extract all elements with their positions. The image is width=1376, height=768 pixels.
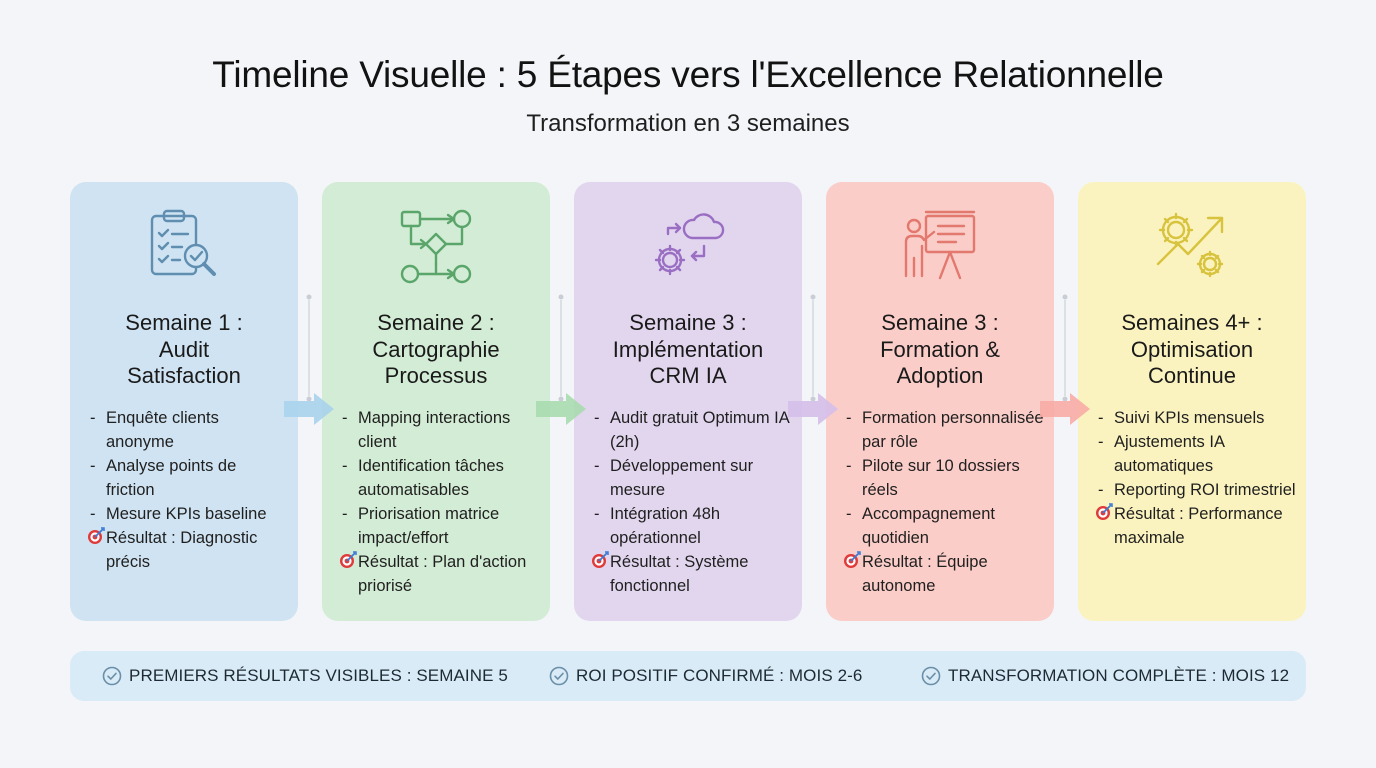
step-title: Semaines 4+ : Optimisation Continue bbox=[1121, 310, 1263, 388]
timeline-separator bbox=[558, 294, 564, 402]
bullet-item: -Accompagnement quotidien bbox=[846, 505, 995, 547]
gears-growth-arrow-icon bbox=[1156, 212, 1224, 278]
target-icon bbox=[340, 551, 357, 568]
target-icon bbox=[592, 551, 609, 568]
bullet-item: -Mapping interactions client bbox=[342, 409, 511, 451]
bullet-item: -Priorisation matrice impact/effort bbox=[342, 505, 500, 547]
page-title: Timeline Visuelle : 5 Étapes vers l'Exce… bbox=[212, 54, 1164, 95]
milestone-item: ROI POSITIF CONFIRMÉ : MOIS 2-6 bbox=[549, 651, 862, 701]
step-result: Résultat : Performance maximale bbox=[1096, 502, 1296, 550]
step-card-2: Semaine 2 : Cartographie Processus -Mapp… bbox=[322, 182, 550, 621]
bullet-item: -Mesure KPIs baseline bbox=[90, 505, 267, 523]
step-arrow-icon bbox=[536, 393, 586, 425]
step-title: Semaine 3 : Formation & Adoption bbox=[880, 310, 1000, 388]
bullet-item: -Suivi KPIs mensuels bbox=[1098, 409, 1265, 427]
step-result: Résultat : Équipe autonome bbox=[844, 550, 1044, 598]
check-circle-icon bbox=[102, 666, 122, 686]
bullet-item: -Ajustements IA automatiques bbox=[1098, 433, 1225, 475]
step-bullets: -Formation personnalisée par rôle -Pilot… bbox=[844, 406, 1044, 598]
timeline-separator bbox=[1062, 294, 1068, 402]
bullet-item: -Développement sur mesure bbox=[594, 457, 754, 499]
bullet-item: -Enquête clients anonyme bbox=[90, 409, 219, 451]
milestone-item: TRANSFORMATION COMPLÈTE : MOIS 12 bbox=[921, 651, 1289, 701]
step-arrow-icon bbox=[284, 393, 334, 425]
timeline-separator bbox=[810, 294, 816, 402]
milestones-banner: PREMIERS RÉSULTATS VISIBLES : SEMAINE 5 … bbox=[70, 651, 1306, 701]
page-subtitle: Transformation en 3 semaines bbox=[526, 110, 850, 137]
bullet-item: -Pilote sur 10 dossiers réels bbox=[846, 457, 1020, 499]
presentation-trainer-icon bbox=[904, 210, 976, 280]
step-card-1: Semaine 1 : Audit Satisfaction -Enquête … bbox=[70, 182, 298, 621]
step-title: Semaine 1 : Audit Satisfaction bbox=[125, 310, 243, 388]
check-circle-icon bbox=[921, 666, 941, 686]
step-result: Résultat : Diagnostic précis bbox=[88, 526, 288, 574]
clipboard-checklist-icon bbox=[150, 209, 216, 276]
step-card-3: Semaine 3 : Implémentation CRM IA -Audit… bbox=[574, 182, 802, 621]
milestone-item: PREMIERS RÉSULTATS VISIBLES : SEMAINE 5 bbox=[102, 651, 508, 701]
target-icon bbox=[1096, 503, 1113, 520]
check-circle-icon bbox=[549, 666, 569, 686]
bullet-item: -Identification tâches automatisables bbox=[342, 457, 504, 499]
step-result: Résultat : Système fonctionnel bbox=[592, 550, 792, 598]
bullet-item: -Formation personnalisée par rôle bbox=[846, 409, 1044, 451]
step-card-4: Semaine 3 : Formation & Adoption -Format… bbox=[826, 182, 1054, 621]
step-title: Semaine 2 : Cartographie Processus bbox=[372, 310, 500, 388]
step-bullets: -Suivi KPIs mensuels -Ajustements IA aut… bbox=[1096, 406, 1296, 550]
step-title: Semaine 3 : Implémentation CRM IA bbox=[612, 310, 764, 388]
bullet-item: -Intégration 48h opérationnel bbox=[594, 505, 721, 547]
target-icon bbox=[88, 527, 105, 544]
process-flowchart-icon bbox=[400, 209, 472, 284]
step-card-5: Semaines 4+ : Optimisation Continue -Sui… bbox=[1078, 182, 1306, 621]
step-bullets: -Mapping interactions client -Identifica… bbox=[340, 406, 540, 598]
timeline-separator bbox=[306, 294, 312, 402]
cloud-gear-icon bbox=[654, 213, 725, 276]
step-bullets: -Audit gratuit Optimum IA (2h) -Développ… bbox=[592, 406, 792, 598]
bullet-item: -Reporting ROI trimestriel bbox=[1098, 481, 1296, 499]
step-arrow-icon bbox=[788, 393, 838, 425]
bullet-item: -Audit gratuit Optimum IA (2h) bbox=[594, 409, 789, 451]
step-bullets: -Enquête clients anonyme -Analyse points… bbox=[88, 406, 288, 574]
target-icon bbox=[844, 551, 861, 568]
step-result: Résultat : Plan d'action priorisé bbox=[340, 550, 540, 598]
step-arrow-icon bbox=[1040, 393, 1090, 425]
bullet-item: -Analyse points de friction bbox=[90, 457, 237, 499]
